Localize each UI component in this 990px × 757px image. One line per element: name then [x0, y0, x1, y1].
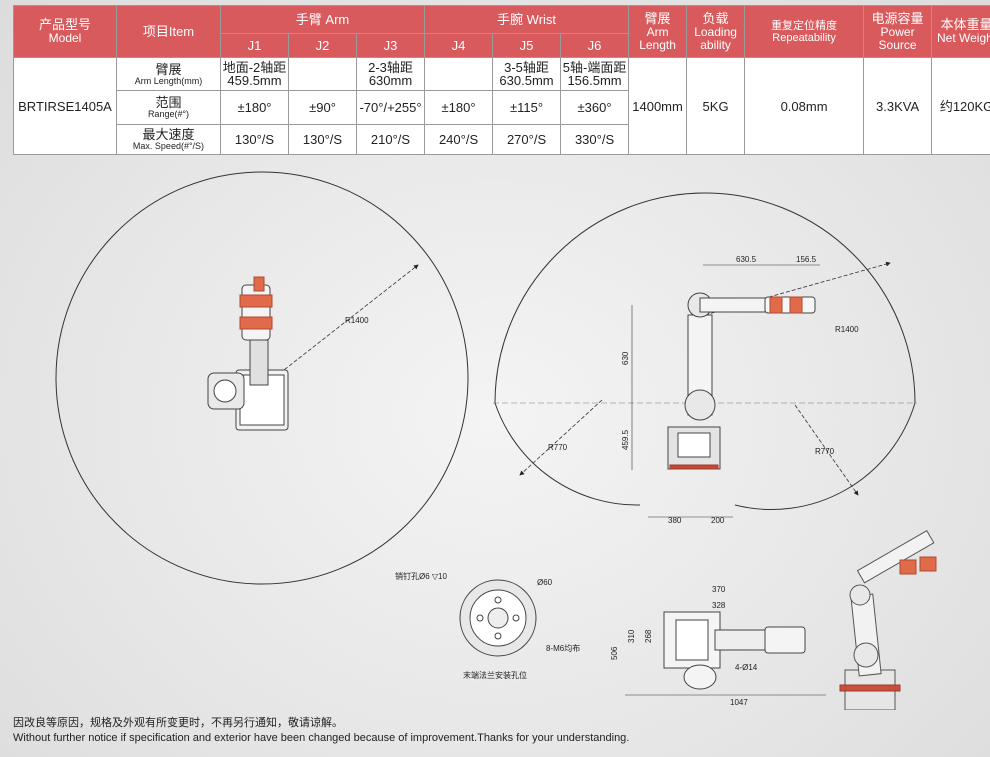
arm-j2	[288, 57, 357, 91]
workspace-circle-left	[55, 171, 469, 585]
header-model: 产品型号 Model	[13, 5, 117, 58]
dia-60-label: Ø60	[537, 578, 553, 587]
range-j3: -70°/+255°	[355, 90, 426, 125]
row-label-arm: 臂展 Arm Length(mm)	[116, 57, 221, 91]
dim-380: 380	[668, 516, 682, 525]
dim-506: 506	[610, 646, 619, 660]
base-plan-drawing: 370 328 310 268 506 4-Ø14 1047	[610, 585, 826, 707]
side-view-workspace: R770 R770 R1400 630.5 156.5 630 459.5 38…	[493, 192, 917, 525]
r770-label-right: R770	[815, 447, 835, 456]
speed-j5: 270°/S	[492, 124, 562, 155]
header-arm-group: 手臂 Arm	[219, 5, 426, 34]
header-arm-length: 臂展 Arm Length	[628, 5, 688, 58]
row-label-range: 范围 Range(#°)	[116, 90, 221, 125]
dim-200: 200	[711, 516, 725, 525]
dim-1047: 1047	[730, 698, 748, 707]
pin-hole-label: 销钉孔Ø6 ▽10	[395, 571, 447, 581]
radius-label-right: R1400	[835, 325, 859, 334]
range-j4: ±180°	[424, 90, 494, 125]
workspace-arc-right	[494, 192, 916, 404]
header-weight: 本体重量 Net Weight	[931, 5, 990, 58]
flange-caption: 末端法兰安装孔位	[463, 670, 527, 680]
lower-arc-left	[494, 402, 641, 506]
arm-j4	[424, 57, 494, 91]
header-wrist-group: 手腕 Wrist	[424, 5, 630, 34]
header-j5: J5	[492, 33, 562, 58]
r770-line-right	[794, 404, 859, 496]
dim-459-5: 459.5	[621, 429, 630, 450]
header-j2: J2	[288, 33, 357, 58]
weight-value: 约120KG	[931, 57, 990, 155]
header-j1: J1	[220, 33, 289, 58]
arm-length-value: 1400mm	[628, 57, 688, 155]
header-repeatability: 重复定位精度 Repeatability	[744, 5, 865, 58]
model-cell: BRTIRSE1405A	[13, 57, 117, 155]
footer-note-en: Without further notice if specification …	[13, 732, 630, 744]
dim-268: 268	[644, 629, 653, 643]
speed-j4: 240°/S	[424, 124, 494, 155]
range-j5: ±115°	[492, 90, 562, 125]
header-j6: J6	[560, 33, 630, 58]
range-j1: ±180°	[220, 90, 289, 125]
footer-note-cn: 因改良等原因，规格及外观有所变更时，不再另行通知，敬请谅解。	[13, 717, 343, 729]
dim-156-5: 156.5	[796, 255, 817, 264]
spec-table: 产品型号 Model 项目Item 手臂 Arm 手腕 Wrist 臂展 Arm…	[13, 5, 990, 155]
header-j3: J3	[355, 33, 426, 58]
dim-310: 310	[627, 629, 636, 643]
power-value: 3.3KVA	[863, 57, 933, 155]
radius-label-left: R1400	[345, 316, 369, 325]
row-label-speed: 最大速度 Max. Speed(#°/S)	[116, 124, 221, 155]
dim-630: 630	[621, 351, 630, 365]
robot-side-view	[667, 292, 816, 470]
header-item: 项目Item	[116, 5, 221, 58]
technical-drawing: R1400 R770 R770 R1400 630.5 156.5	[55, 171, 937, 710]
dim-630-5: 630.5	[736, 255, 757, 264]
speed-j6: 330°/S	[560, 124, 630, 155]
range-j2: ±90°	[288, 90, 357, 125]
dim-328: 328	[712, 601, 726, 610]
holes-14: 4-Ø14	[735, 663, 758, 672]
r770-line-left	[519, 399, 603, 476]
speed-j2: 130°/S	[288, 124, 357, 155]
range-j6: ±360°	[560, 90, 630, 125]
header-loading: 负载 Loading ability	[686, 5, 746, 58]
radius-line-left	[274, 264, 419, 378]
robot-3d-render	[839, 529, 937, 710]
repeatability-value: 0.08mm	[744, 57, 865, 155]
r770-label-left: R770	[548, 443, 568, 452]
header-power: 电源容量 Power Source	[863, 5, 933, 58]
flange-detail: 销钉孔Ø6 ▽10 Ø60 8-M6均布 末端法兰安装孔位	[395, 571, 580, 680]
top-view-workspace: R1400	[55, 171, 469, 585]
dim-370: 370	[712, 585, 726, 594]
robot-top-view	[207, 276, 289, 431]
header-j4: J4	[424, 33, 494, 58]
speed-j3: 210°/S	[355, 124, 426, 155]
m6-label: 8-M6均布	[546, 643, 580, 653]
lower-arc-right	[734, 402, 916, 510]
loading-value: 5KG	[686, 57, 746, 155]
speed-j1: 130°/S	[220, 124, 289, 155]
